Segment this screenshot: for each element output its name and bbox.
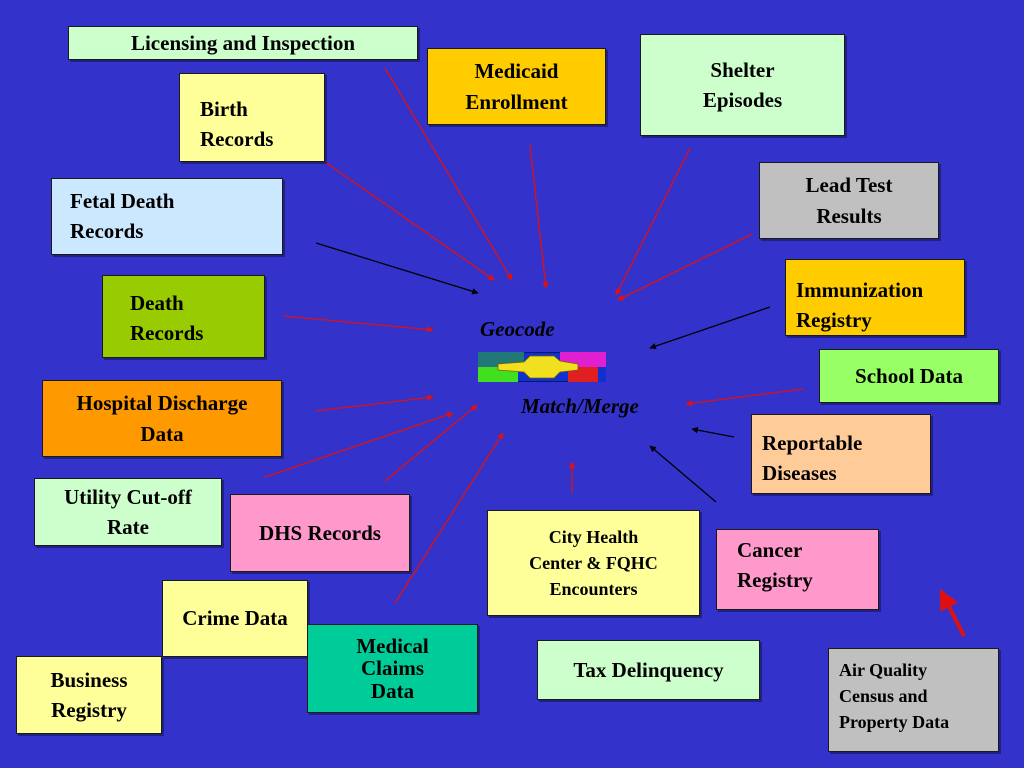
source-reportable-diseases: Reportable Diseases (751, 414, 931, 494)
source-hospital-discharge: Hospital Discharge Data (42, 380, 282, 457)
source-tax-delinquency: Tax Delinquency (537, 640, 760, 700)
arrow-fetal-death (315, 242, 479, 295)
source-death-records: Death Records (102, 275, 265, 358)
source-medicaid-enrollment: Medicaid Enrollment (427, 48, 606, 125)
source-crime-data: Crime Data (162, 580, 308, 657)
source-medical-claims: Medical Claims Data (307, 624, 478, 713)
arrow-air-quality (939, 589, 966, 637)
source-shelter-episodes: Shelter Episodes (640, 34, 845, 136)
source-cancer-registry: Cancer Registry (716, 529, 879, 610)
arrow-cancer (649, 445, 717, 503)
arrow-school (685, 388, 804, 407)
arrow-reportable (691, 426, 735, 438)
arrow-medicaid (529, 144, 549, 289)
match-merge-label: Match/Merge (521, 394, 639, 418)
geocode-label: Geocode (480, 317, 555, 341)
arrow-utility (264, 411, 454, 478)
source-city-health-center: City Health Center & FQHC Encounters (487, 510, 700, 616)
arrow-lead (617, 233, 753, 301)
source-immunization-registry: Immunization Registry (785, 259, 965, 336)
arrow-death (282, 315, 434, 333)
source-licensing-inspection: Licensing and Inspection (68, 26, 418, 60)
arrow-dhs (384, 404, 478, 482)
source-dhs-records: DHS Records (230, 494, 410, 572)
source-fetal-death-records: Fetal Death Records (51, 178, 283, 255)
source-business-registry: Business Registry (16, 656, 162, 734)
source-air-quality-census-property: Air Quality Census and Property Data (828, 648, 999, 752)
arrow-immunization (649, 306, 771, 350)
arrow-hospital (315, 394, 434, 412)
arrow-birth (324, 161, 495, 281)
source-lead-test-results: Lead Test Results (759, 162, 939, 239)
arrow-shelter (615, 147, 691, 296)
source-school-data: School Data (819, 349, 999, 403)
arrow-medical-claims (394, 432, 504, 604)
arrow-licensing (384, 67, 513, 281)
source-utility-cutoff: Utility Cut-off Rate (34, 478, 222, 546)
geocode-map-icon (478, 352, 606, 382)
source-birth-records: Birth Records (179, 73, 325, 162)
